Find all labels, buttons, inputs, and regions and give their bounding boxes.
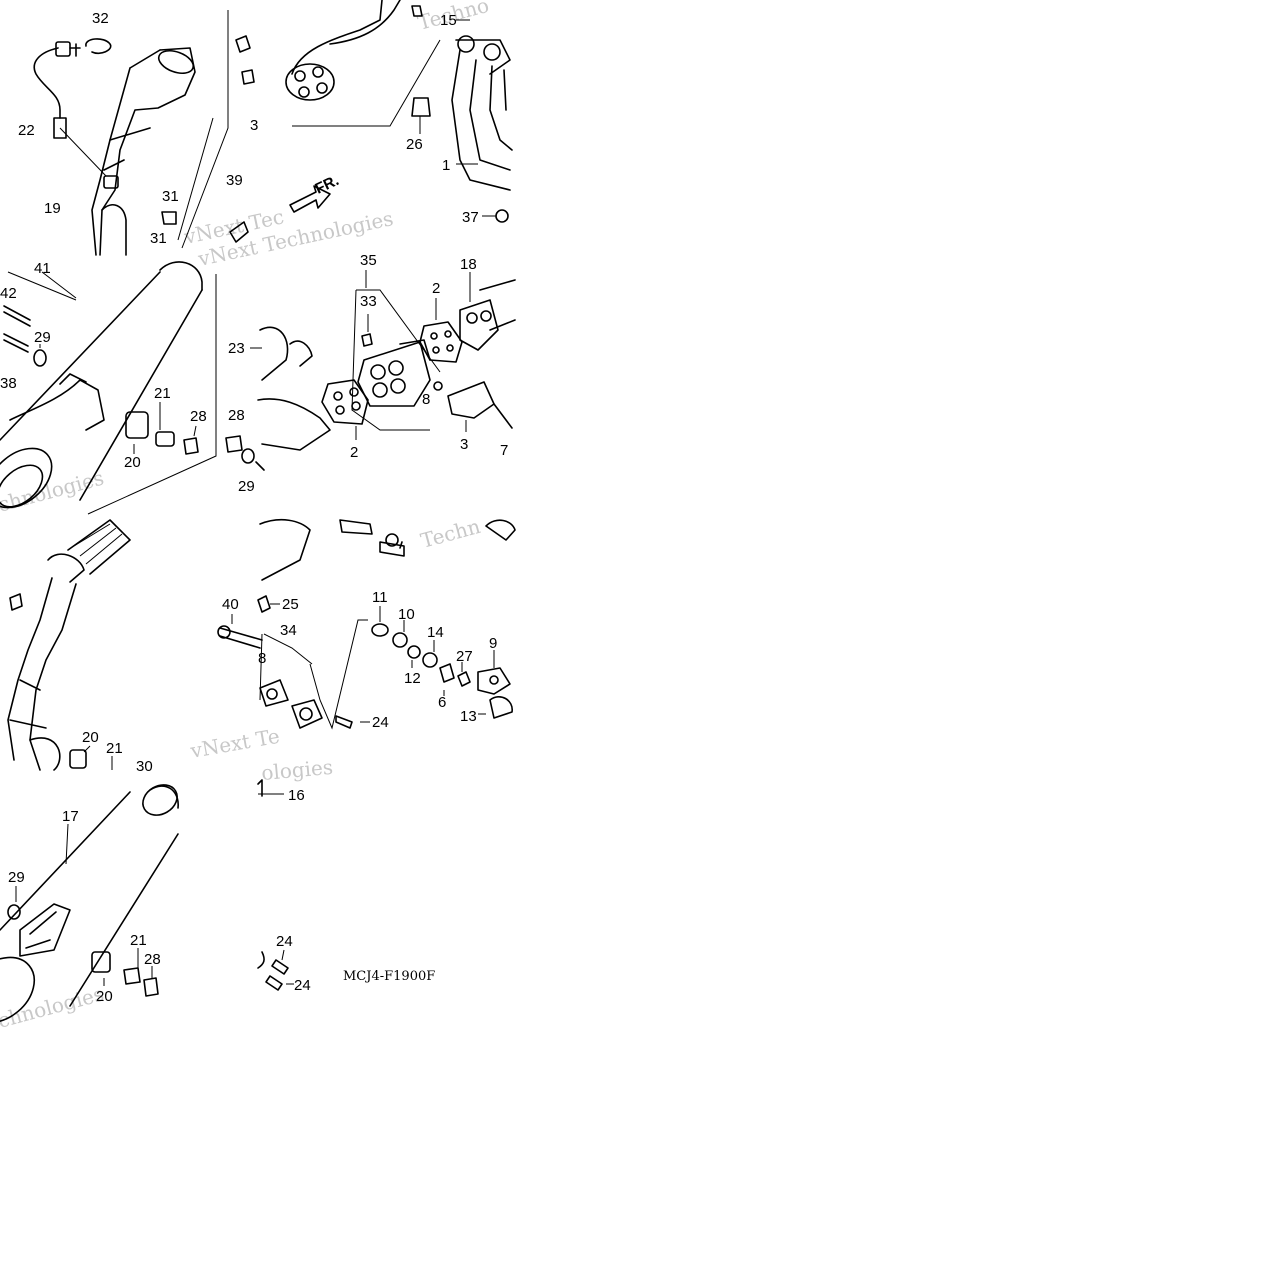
callout-39: 39 xyxy=(226,172,243,189)
tile-lower-right xyxy=(257,518,516,797)
callout-22: 22 xyxy=(18,122,35,139)
callout-12: 12 xyxy=(404,670,421,687)
callout-13: 13 xyxy=(460,708,477,725)
callout-40: 40 xyxy=(222,596,239,613)
callout-1: 1 xyxy=(442,157,450,174)
callout-29: 29 xyxy=(238,478,255,495)
callout-14: 14 xyxy=(427,624,444,641)
callout-27: 27 xyxy=(456,648,473,665)
callout-20: 20 xyxy=(96,988,113,1005)
callout-37: 37 xyxy=(462,209,479,226)
callout-20: 20 xyxy=(82,729,99,746)
callout-7: 7 xyxy=(500,442,508,459)
callout-24: 24 xyxy=(294,977,311,994)
callout-21: 21 xyxy=(106,740,123,757)
callout-15: 15 xyxy=(440,12,457,29)
watermark-bottom: chnologies xyxy=(0,982,106,1033)
callout-18: 18 xyxy=(460,256,477,273)
callout-32: 32 xyxy=(92,10,109,27)
callout-21: 21 xyxy=(130,932,147,949)
callout-11: 11 xyxy=(372,589,388,606)
callout-16: 16 xyxy=(288,787,305,804)
callout-38: 38 xyxy=(0,375,17,392)
callout-24: 24 xyxy=(276,933,293,950)
callout-8: 8 xyxy=(258,650,266,667)
watermark-mr: Techn xyxy=(418,514,483,553)
tile-bottom-left xyxy=(0,784,179,1024)
callout-9: 9 xyxy=(489,635,497,652)
watermark-bl-2: ologies xyxy=(260,755,334,785)
callout-42: 42 xyxy=(0,285,17,302)
callout-25: 25 xyxy=(282,596,299,613)
callout-34: 34 xyxy=(280,622,297,639)
callout-41: 41 xyxy=(34,260,51,277)
callout-28: 28 xyxy=(144,951,161,968)
tile-middle-right xyxy=(225,270,516,471)
tile-lower-left xyxy=(7,519,280,771)
callout-2: 2 xyxy=(432,280,440,297)
callout-23: 23 xyxy=(228,340,245,357)
tile-middle-left xyxy=(0,261,217,515)
callout-24: 24 xyxy=(372,714,389,731)
callout-31: 31 xyxy=(162,188,179,205)
callout-20: 20 xyxy=(124,454,141,471)
callout-21: 21 xyxy=(154,385,171,402)
callout-19: 19 xyxy=(44,200,61,217)
callout-29: 29 xyxy=(8,869,25,886)
watermark-bl: vNext Te xyxy=(188,724,282,763)
callout-3: 3 xyxy=(460,436,468,453)
callout-29: 29 xyxy=(34,329,51,346)
callout-26: 26 xyxy=(406,136,423,153)
callout-8: 8 xyxy=(422,391,430,408)
tile-top-left xyxy=(33,10,255,256)
callout-31: 31 xyxy=(150,230,167,247)
callout-10: 10 xyxy=(398,606,415,623)
tile-bottom-right xyxy=(257,949,294,991)
catalog-code: MCJ4-F1900F xyxy=(343,969,435,984)
callout-33: 33 xyxy=(360,293,377,310)
callout-28: 28 xyxy=(228,407,245,424)
callout-3: 3 xyxy=(250,117,258,134)
callout-6: 6 xyxy=(438,694,446,711)
callout-17: 17 xyxy=(62,808,79,825)
watermark-layer: vNext Tec vNext Technologies Techno chno… xyxy=(0,0,491,1033)
tile-top-right xyxy=(285,0,513,223)
callout-layer: 32 22 19 31 31 39 3 15 26 1 37 41 42 29 … xyxy=(0,10,508,1005)
callout-30: 30 xyxy=(136,758,153,775)
front-direction-label: FR. xyxy=(313,172,342,198)
watermark-mid: chnologies xyxy=(0,466,106,517)
callout-35: 35 xyxy=(360,252,377,269)
callout-28: 28 xyxy=(190,408,207,425)
callout-2: 2 xyxy=(350,444,358,461)
